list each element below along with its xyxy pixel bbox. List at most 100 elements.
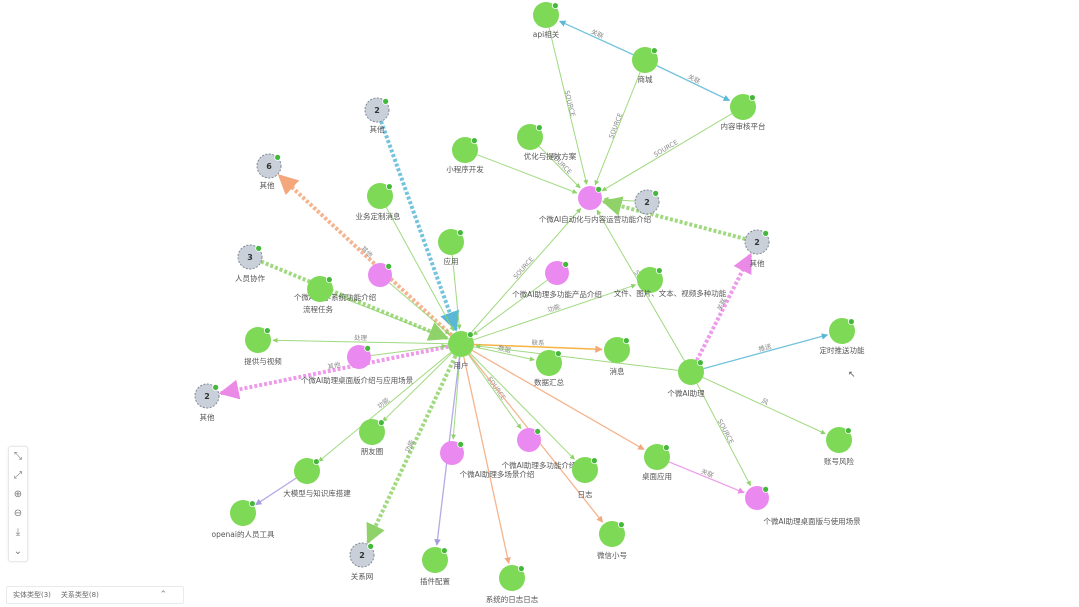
graph-node-entity[interactable]: 提供与视频 [244, 327, 282, 366]
graph-node-concept[interactable]: 个微AI助理多功能产品介绍 [512, 260, 602, 299]
node-circle[interactable] [367, 183, 393, 209]
node-circle[interactable] [730, 94, 756, 120]
node-circle[interactable] [438, 229, 464, 255]
graph-node-count[interactable]: 2其他 [364, 97, 390, 134]
edge-n19-n27[interactable] [382, 352, 453, 422]
graph-node-concept[interactable]: 个微AI助手系统功能介绍 [294, 262, 393, 302]
node-circle[interactable] [829, 318, 855, 344]
graph-node-entity[interactable]: 日志 [572, 457, 598, 499]
edge-n24-n19[interactable] [475, 343, 679, 371]
edge-n24-n35[interactable] [696, 383, 751, 487]
edge-n2-n3[interactable] [656, 65, 731, 102]
legend-toggle-icon[interactable]: ⌃ [159, 590, 167, 600]
node-circle[interactable] [359, 419, 385, 445]
graph-node-count[interactable]: 2其他 [194, 383, 220, 422]
edge-n23-n8[interactable] [601, 196, 746, 241]
node-circle[interactable] [452, 137, 478, 163]
graph-node-count[interactable]: 6其他 [256, 153, 282, 190]
node-circle[interactable] [448, 331, 474, 357]
fit-view-icon[interactable]: ⤡ [14, 451, 22, 462]
graph-node-entity[interactable]: 内容审核平台 [721, 94, 766, 131]
node-circle[interactable] [637, 267, 663, 293]
graph-node-entity[interactable]: 用户 [448, 331, 474, 370]
edge-n24-n26[interactable] [702, 376, 826, 435]
graph-node-entity[interactable]: 账号风险 [824, 427, 854, 466]
graph-node-entity[interactable]: 商城 [632, 47, 658, 84]
edge-n30-n35[interactable] [668, 461, 745, 494]
edge-n11-n19[interactable] [260, 259, 449, 341]
edge-n5-n8[interactable] [476, 154, 578, 194]
edge-n19-n18[interactable] [272, 337, 449, 345]
graph-node-entity[interactable]: 朋友圈 [359, 419, 385, 456]
node-circle[interactable] [499, 565, 525, 591]
node-circle[interactable] [517, 124, 543, 150]
relation-type-filter[interactable]: 关系类型(8) [60, 591, 99, 599]
graph-node-entity[interactable]: 文件、图片、文本、视频多种功能 [614, 267, 727, 298]
graph-node-entity[interactable]: 个微AI助理 [667, 359, 705, 398]
edge-n19-n36[interactable] [366, 354, 458, 545]
entity-type-filter[interactable]: 实体类型(3) [13, 591, 51, 599]
graph-node-concept[interactable]: 个微AI助理桌面版介绍与应用场景 [301, 344, 414, 385]
graph-node-count[interactable]: 2其他 [744, 229, 770, 268]
graph-node-entity[interactable]: openai的人员工具 [212, 500, 275, 539]
graph-node-concept[interactable]: 个微AI助理多功能介绍 [502, 427, 577, 470]
edge-n19-n17[interactable] [473, 283, 637, 341]
edge-n24-n25[interactable] [703, 333, 829, 370]
edge-n19-n29[interactable] [468, 354, 522, 429]
edge-n19-n32[interactable] [469, 352, 575, 460]
node-circle[interactable] [572, 457, 598, 483]
node-circle[interactable] [536, 350, 562, 376]
node-circle[interactable] [634, 189, 660, 215]
node-circle[interactable] [194, 383, 220, 409]
graph-node-entity[interactable]: 小程序开发 [446, 137, 484, 174]
zoom-out-icon[interactable]: ⊖ [13, 508, 23, 519]
edge-n19-n13[interactable] [218, 344, 449, 400]
graph-node-entity[interactable]: api相关 [533, 2, 560, 39]
edge-n19-n8[interactable] [469, 208, 582, 335]
node-circle[interactable] [632, 47, 658, 73]
graph-node-count[interactable]: 2 [634, 189, 660, 215]
node-circle[interactable] [347, 345, 371, 369]
edge-n4-n19[interactable] [379, 120, 460, 332]
graph-node-entity[interactable]: 优化与提效方案 [517, 124, 577, 161]
edge-n10-n19[interactable] [385, 207, 455, 332]
graph-node-entity[interactable]: 消息 [604, 337, 630, 376]
node-circle[interactable] [256, 153, 282, 179]
graph-node-entity[interactable]: 大模型与知识库搭建 [283, 458, 351, 498]
node-circle[interactable] [422, 547, 448, 573]
edge-n1-n8[interactable] [548, 27, 589, 185]
node-circle[interactable] [517, 428, 541, 452]
node-circle[interactable] [349, 542, 375, 568]
zoom-in-icon[interactable]: ⊕ [13, 489, 23, 500]
node-circle[interactable] [826, 427, 852, 453]
edge-n19-n7[interactable] [277, 174, 453, 337]
node-circle[interactable] [364, 97, 390, 123]
node-circle[interactable] [307, 276, 333, 302]
graph-node-entity[interactable]: 业务定制消息 [356, 183, 401, 221]
node-circle[interactable] [644, 444, 670, 470]
node-circle[interactable] [440, 441, 464, 465]
graph-node-entity[interactable]: 应用 [438, 229, 464, 266]
node-circle[interactable] [368, 263, 392, 287]
edge-n2-n1[interactable] [559, 20, 634, 56]
node-circle[interactable] [230, 500, 256, 526]
legend-bar[interactable]: 实体类型(3) 关系类型(8) ⌃ [6, 586, 184, 604]
edge-n19-n31[interactable] [318, 351, 452, 462]
node-circle[interactable] [599, 521, 625, 547]
graph-node-entity[interactable]: 微信小号 [597, 521, 627, 560]
edge-n15-n19[interactable] [472, 279, 548, 336]
edge-n2-n8[interactable] [594, 71, 641, 186]
edge-n19-n38[interactable] [463, 356, 511, 564]
node-circle[interactable] [237, 244, 263, 270]
edge-n19-n21[interactable] [473, 346, 535, 362]
graph-node-entity[interactable]: 系统的日志日志 [486, 565, 539, 604]
node-circle[interactable] [578, 186, 602, 210]
graph-node-entity[interactable]: 定时推送功能 [820, 318, 865, 355]
graph-node-entity[interactable]: 插件配置 [420, 547, 450, 586]
edge-n9-n8[interactable] [603, 196, 636, 202]
graph-node-entity[interactable]: 流程任务 [303, 276, 333, 314]
node-circle[interactable] [545, 261, 569, 285]
